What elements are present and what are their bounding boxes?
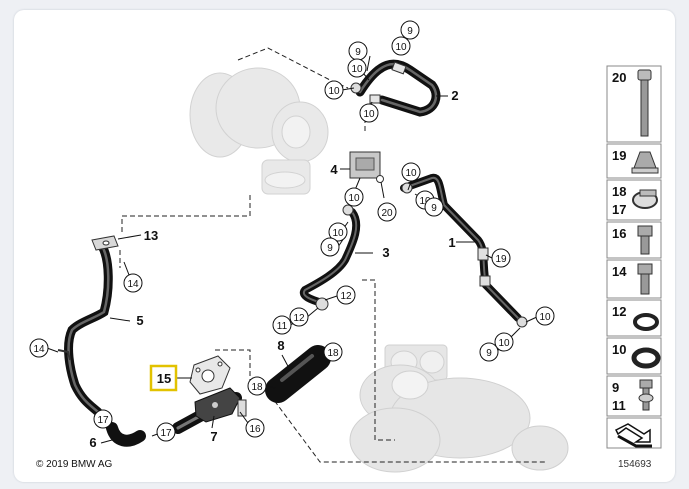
callout-14: 14 <box>33 344 45 355</box>
callout-15: 15 <box>157 371 171 386</box>
hex-screw-icon <box>637 263 653 295</box>
parts-legend: 20 19 18 17 16 14 <box>606 65 662 449</box>
arrow-icon <box>614 423 652 448</box>
part-5-return-line <box>57 235 119 417</box>
callout-10: 10 <box>419 196 431 207</box>
turbocharger-ghost-bottom <box>349 344 569 473</box>
turbocharger-ghost-top <box>189 67 329 195</box>
callout-9: 9 <box>407 26 413 37</box>
callout-9: 9 <box>327 243 333 254</box>
callout-10: 10 <box>328 86 340 97</box>
part-16-screw-shape <box>237 399 247 417</box>
callout-11: 11 <box>277 321 288 332</box>
banjo-bolt-icon <box>638 379 654 411</box>
callout-10: 10 <box>539 312 551 323</box>
ring-icon <box>633 313 659 331</box>
hex-screw-icon <box>637 225 653 255</box>
bolt-icon <box>637 69 652 137</box>
legend-label-19: 19 <box>612 148 626 163</box>
legend-label-10: 10 <box>612 342 626 357</box>
legend-label-12: 12 <box>612 304 626 319</box>
legend-item-20 <box>606 65 662 143</box>
callout-10: 10 <box>405 168 417 179</box>
callout-9: 9 <box>355 47 361 58</box>
legend-label-11: 11 <box>612 398 626 413</box>
callout-12: 12 <box>293 313 305 324</box>
part-1-oil-line <box>400 173 528 328</box>
callout-8: 8 <box>277 338 284 353</box>
callout-14: 14 <box>127 279 139 290</box>
highlight-box-15 <box>149 364 178 392</box>
legend-label-17: 17 <box>612 202 626 217</box>
callout-9: 9 <box>486 348 492 359</box>
part-15-gasket <box>189 355 231 395</box>
callout-16: 16 <box>249 424 261 435</box>
hose-clamp-icon <box>632 189 658 209</box>
copyright-text: © 2019 BMW AG <box>36 459 113 470</box>
callout-10: 10 <box>351 64 363 75</box>
callout-20: 20 <box>381 208 393 219</box>
seal-ring-icon <box>631 347 661 369</box>
callout-4: 4 <box>330 162 338 177</box>
legend-label-9: 9 <box>612 380 619 395</box>
callout-labels: 9 10 9 10 10 10 2 4 10 20 10 10 9 1 19 1… <box>29 20 555 450</box>
diagram-frame: 9 10 9 10 10 10 2 4 10 20 10 10 9 1 19 1… <box>14 10 675 482</box>
part-4-connector-block <box>349 151 384 183</box>
callout-6: 6 <box>89 435 96 450</box>
callout-2: 2 <box>451 88 458 103</box>
nut-icon <box>631 151 659 174</box>
callout-18: 18 <box>251 382 263 393</box>
callout-10: 10 <box>332 228 344 239</box>
callout-10: 10 <box>498 338 510 349</box>
part-2-oil-line <box>350 59 441 117</box>
callout-17: 17 <box>97 415 109 426</box>
callout-3: 3 <box>382 245 389 260</box>
parts-diagram: 9 10 9 10 10 10 2 4 10 20 10 10 9 1 19 1… <box>29 20 662 473</box>
callout-7: 7 <box>210 429 217 444</box>
legend-label-18: 18 <box>612 184 626 199</box>
part-7-flange-pipe <box>172 387 242 434</box>
part-6-hose <box>106 422 146 447</box>
callout-10: 10 <box>348 193 360 204</box>
legend-label-16: 16 <box>612 226 626 241</box>
legend-label-14: 14 <box>612 264 627 279</box>
callout-10: 10 <box>395 42 407 53</box>
callout-19: 19 <box>495 254 507 265</box>
part-8-hose-sleeve <box>265 345 331 403</box>
legend-label-20: 20 <box>612 70 626 85</box>
callout-5: 5 <box>136 313 143 328</box>
dashed-guides <box>119 47 545 463</box>
callout-18: 18 <box>327 348 339 359</box>
part-3-oil-line <box>299 204 361 311</box>
diagram-reference-number: 154693 <box>618 459 652 470</box>
callout-12: 12 <box>340 291 352 302</box>
callout-17: 17 <box>160 428 172 439</box>
callout-1: 1 <box>448 235 455 250</box>
callout-9: 9 <box>431 203 437 214</box>
callout-10: 10 <box>363 109 375 120</box>
callout-13: 13 <box>144 228 158 243</box>
